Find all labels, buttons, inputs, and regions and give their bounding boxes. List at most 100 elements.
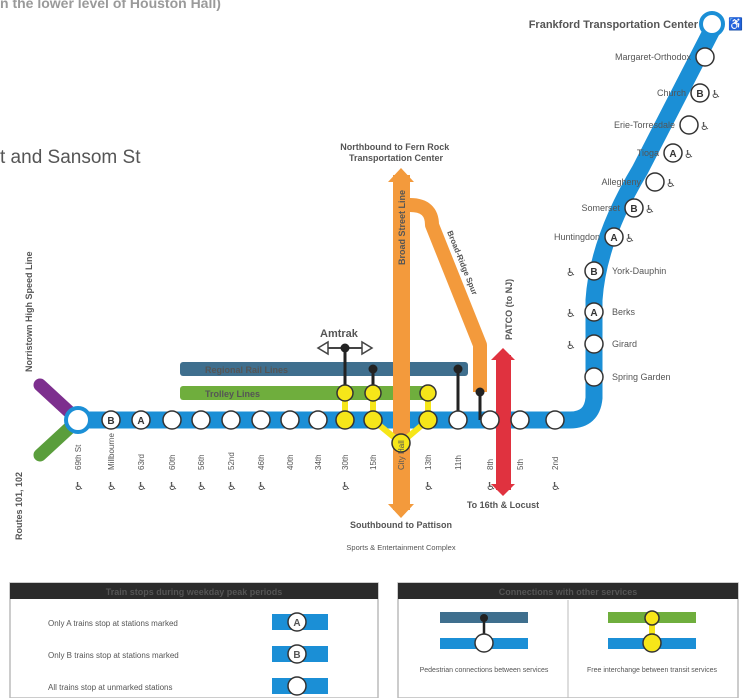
northeast-station-group: Margaret-OrthodoxBChurch♿Erie-Torresdale… xyxy=(554,47,721,247)
station-label-berks: Berks xyxy=(612,307,636,317)
legend-left: Train stops during weekday peak periods … xyxy=(9,582,379,698)
station-5th[interactable] xyxy=(510,410,530,430)
legend-badge-all xyxy=(287,676,307,696)
station-label-erie-torresdale: Erie-Torresdale xyxy=(614,120,675,130)
station-label-13th: 13th xyxy=(424,454,433,470)
broad-ridge-spur-line xyxy=(409,198,487,392)
accessible-icon-60th: ♿ xyxy=(168,480,178,493)
station-spring-garden[interactable] xyxy=(584,367,604,387)
station-label-millbourne: Millbourne xyxy=(107,433,116,470)
patco-label: PATCO (to NJ) xyxy=(504,279,514,340)
station-label-56th: 56th xyxy=(197,454,206,470)
station-label-52nd: 52nd xyxy=(227,452,236,470)
station-label-allegheny: Allegheny xyxy=(601,177,641,187)
northbound-label: Northbound to Fern Rock Transportation C… xyxy=(340,142,452,163)
southbound-sub-label: Sports & Entertainment Complex xyxy=(346,543,455,552)
amtrak-label: Amtrak xyxy=(320,328,359,340)
legend-left-header xyxy=(10,583,378,599)
station-34th[interactable] xyxy=(308,410,328,430)
station-label-69th-st: 69th St xyxy=(74,444,83,470)
station-label-15th: 15th xyxy=(369,454,378,470)
accessible-icon-56th: ♿ xyxy=(197,480,207,493)
accessible-icon-huntingdon: ♿ xyxy=(625,232,635,245)
west-station-group: 69th St♿BMillbourne♿A63rd♿60th♿56th♿52nd… xyxy=(74,410,565,493)
station-8th[interactable] xyxy=(480,410,500,430)
station-label-34th: 34th xyxy=(314,454,323,470)
station-badge-millbourne: B xyxy=(107,416,114,427)
accessible-icon-2nd: ♿ xyxy=(551,480,561,493)
amtrak-arrow-left xyxy=(316,340,329,356)
station-2nd[interactable] xyxy=(545,410,565,430)
frankford-tc-label: Frankford Transportation Center xyxy=(529,19,699,31)
station-label-30th: 30th xyxy=(341,454,350,470)
station-allegheny[interactable] xyxy=(645,172,665,192)
legend-badge-a-text: A xyxy=(293,618,300,629)
station-label-8th: 8th xyxy=(486,459,495,470)
station-40th[interactable] xyxy=(280,410,300,430)
station-huntingdon[interactable] xyxy=(604,227,624,247)
routes-label: Routes 101, 102 xyxy=(14,472,24,540)
station-label-60th: 60th xyxy=(168,454,177,470)
legend-ped-station xyxy=(474,633,494,653)
station-46th[interactable] xyxy=(251,410,271,430)
accessible-icon-girard: ♿ xyxy=(566,339,576,352)
pedestrian-connectors xyxy=(343,348,482,420)
nhsl-label: Norristown High Speed Line xyxy=(24,251,34,372)
station-label-girard: Girard xyxy=(612,339,637,349)
69th-st-station[interactable] xyxy=(64,406,92,434)
legend-int-station xyxy=(642,633,662,653)
station-church[interactable] xyxy=(690,83,710,103)
station-label-tioga: Tioga xyxy=(637,148,659,158)
station-badge-somerset: B xyxy=(630,204,637,215)
station-63rd[interactable] xyxy=(131,410,151,430)
legend-right-title: Connections with other services xyxy=(499,587,638,597)
legend-int-dot xyxy=(644,610,660,626)
legend-right: Connections with other services Pedestri… xyxy=(397,582,739,698)
station-tioga[interactable] xyxy=(663,143,683,163)
accessible-icon-8th: ♿ xyxy=(486,480,496,493)
accessible-icon-13th: ♿ xyxy=(424,480,434,493)
station-label-5th: 5th xyxy=(516,459,525,470)
accessible-icon-46th: ♿ xyxy=(257,480,267,493)
station-11th[interactable] xyxy=(448,410,468,430)
legend-badge-b-text: B xyxy=(293,650,300,661)
accessible-icon-allegheny: ♿ xyxy=(666,177,676,190)
station-badge-huntingdon: A xyxy=(610,233,617,244)
station-56th[interactable] xyxy=(191,410,211,430)
station-erie-torresdale[interactable] xyxy=(679,115,699,135)
accessible-icon-erie-torresdale: ♿ xyxy=(700,120,710,133)
station-60th[interactable] xyxy=(162,410,182,430)
accessible-icon-church: ♿ xyxy=(711,88,721,101)
station-badge-berks: A xyxy=(590,308,597,319)
cropped-caption-top: n the lower level of Houston Hall) xyxy=(0,0,221,11)
connector-dots xyxy=(340,343,485,397)
bsl-south-arrow xyxy=(388,504,414,518)
station-label-york-dauphin: York-Dauphin xyxy=(612,266,666,276)
station-york-dauphin[interactable] xyxy=(584,261,604,281)
northbound-line2: Transportation Center xyxy=(349,153,444,163)
station-millbourne[interactable] xyxy=(101,410,121,430)
station-label-somerset: Somerset xyxy=(581,203,620,213)
legend-left-title: Train stops during weekday peak periods xyxy=(106,587,283,597)
station-somerset[interactable] xyxy=(624,198,644,218)
station-label-spring-garden: Spring Garden xyxy=(612,372,671,382)
station-label-40th: 40th xyxy=(286,454,295,470)
station-label-11th: 11th xyxy=(454,455,463,470)
frankford-tc-station[interactable] xyxy=(699,11,725,37)
station-52nd[interactable] xyxy=(221,410,241,430)
legend-int-caption: Free interchange between transit service… xyxy=(587,667,717,674)
legend-row-all-text: All trains stop at unmarked stations xyxy=(48,683,173,692)
accessible-icon-york-dauphin: ♿ xyxy=(566,266,576,279)
station-margaret-orthodox[interactable] xyxy=(695,47,715,67)
station-label-46th: 46th xyxy=(257,454,266,470)
accessible-icon-tioga: ♿ xyxy=(684,148,694,161)
station-berks[interactable] xyxy=(584,302,604,322)
station-girard[interactable] xyxy=(584,334,604,354)
legend-badge-a xyxy=(287,612,307,632)
northbound-line1: Northbound to Fern Rock xyxy=(340,142,450,152)
accessible-icon-millbourne: ♿ xyxy=(107,480,117,493)
bsl-label: Broad Street Line xyxy=(397,190,407,265)
accessible-icon-52nd: ♿ xyxy=(227,480,237,493)
frankford-accessible-icon: ♿ xyxy=(728,17,743,31)
